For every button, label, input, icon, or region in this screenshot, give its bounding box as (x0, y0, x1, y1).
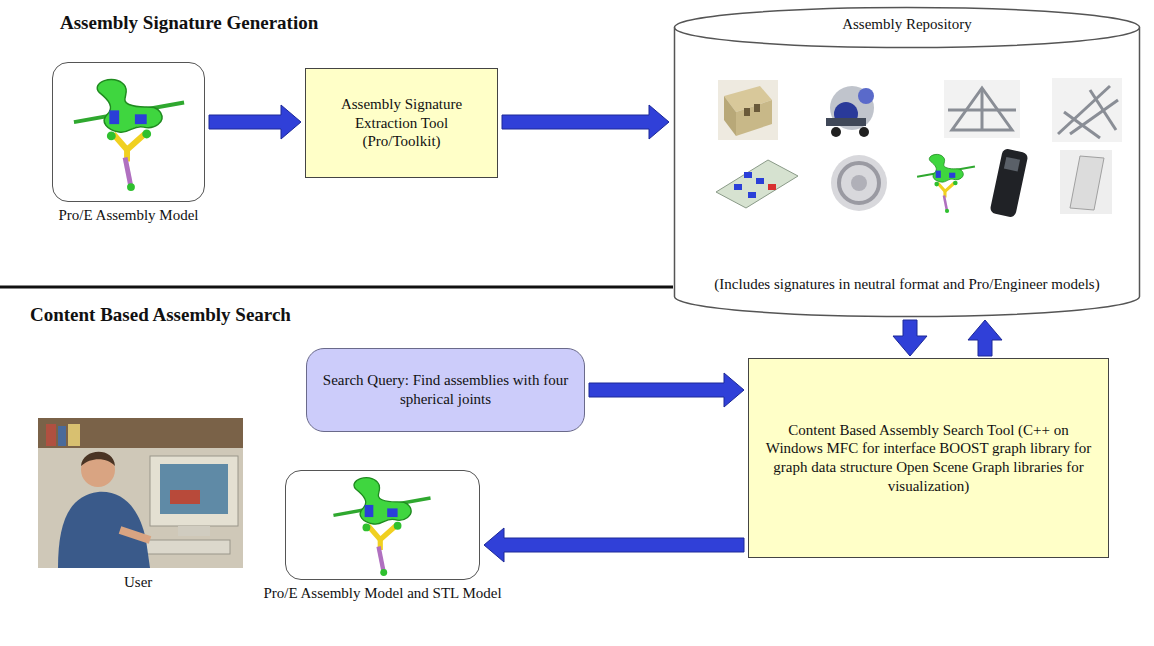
query-box: Search Query: Find assemblies with four … (306, 348, 585, 432)
repository-cylinder: Assembly Repository (Includes signatures … (673, 6, 1141, 318)
block-arrow (893, 320, 927, 356)
process-box: Assembly Signature Extraction Tool (Pro/… (305, 68, 498, 178)
frame-thumbnail (1052, 78, 1122, 142)
box-text: Assembly Signature Extraction Tool (Pro/… (320, 95, 483, 151)
box-text: Search Query: Find assemblies with four … (321, 371, 570, 409)
box-text: Content Based Assembly Search Tool (C++ … (763, 421, 1094, 496)
repository-thumbnails (716, 78, 1122, 218)
assembly-model-thumbnail (917, 154, 975, 213)
box-thumbnail (718, 80, 778, 140)
assembly-model-picture (74, 79, 184, 191)
block-arrow (484, 528, 744, 562)
repository-note: (Includes signatures in neutral format a… (707, 275, 1107, 294)
phone-thumbnail (989, 148, 1028, 218)
user-photo (38, 418, 243, 568)
cylinder-outline (673, 6, 1141, 318)
section-heading: Content Based Assembly Search (30, 304, 291, 326)
block-arrow (968, 320, 1002, 356)
repository-title: Assembly Repository (842, 15, 972, 34)
model-picture-box: Pro/E Assembly Model and STL Model (285, 470, 480, 580)
block-arrow (502, 105, 669, 139)
block-arrow (209, 105, 301, 139)
cylinder-top (675, 8, 1140, 48)
section-divider (0, 286, 673, 289)
box-caption: Pro/E Assembly Model (58, 206, 198, 225)
truss-thumbnail (944, 80, 1020, 138)
cylinder-body (675, 28, 1140, 317)
block-arrow (589, 373, 744, 407)
model-picture-box: Pro/E Assembly Model (52, 62, 205, 202)
section-heading: Assembly Signature Generation (60, 12, 318, 34)
mechanism-thumbnail (826, 86, 874, 137)
board-thumbnail (716, 160, 798, 208)
photo-caption: User (124, 574, 152, 591)
process-box: Content Based Assembly Search Tool (C++ … (748, 358, 1109, 558)
ring-thumbnail (831, 155, 887, 211)
assembly-model-picture (333, 478, 430, 576)
panel-thumbnail (1060, 150, 1112, 214)
box-caption: Pro/E Assembly Model and STL Model (263, 584, 501, 603)
